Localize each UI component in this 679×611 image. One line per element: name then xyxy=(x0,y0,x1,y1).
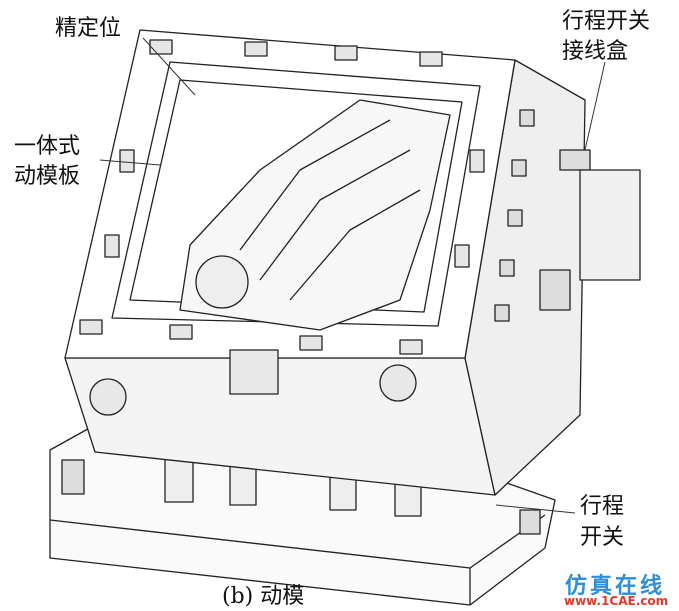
label-plate-line2: 动模板 xyxy=(14,164,81,189)
leader-plate xyxy=(99,159,161,166)
leader-junction xyxy=(584,61,606,151)
watermark-url: www.1CAE.com xyxy=(564,594,669,608)
label-junction-line2: 接线盒 xyxy=(562,39,629,64)
front-boss-left xyxy=(89,378,127,416)
front-boss-right xyxy=(379,364,417,402)
side-fittings xyxy=(494,109,591,322)
leader-positioning xyxy=(142,37,196,96)
figure-caption: (b) 动模 xyxy=(222,584,305,609)
label-junction-line1: 行程开关 xyxy=(562,9,651,34)
side-panel xyxy=(579,169,641,281)
label-switch-line1: 行程 xyxy=(580,494,625,519)
leader-switch xyxy=(495,504,576,514)
cavity-rib xyxy=(239,119,421,301)
watermark-cn: 仿真在线 xyxy=(565,574,666,599)
label-positioning: 精定位 xyxy=(55,16,122,41)
label-switch-line2: 开关 xyxy=(580,525,625,550)
base-slot-right xyxy=(519,509,541,535)
cavity-insert xyxy=(179,99,451,331)
front-block xyxy=(229,349,279,395)
label-plate-line1: 一体式 xyxy=(14,134,81,159)
frame-pads xyxy=(79,39,485,355)
cavity-round xyxy=(195,255,249,309)
base-slot-left xyxy=(61,459,85,495)
